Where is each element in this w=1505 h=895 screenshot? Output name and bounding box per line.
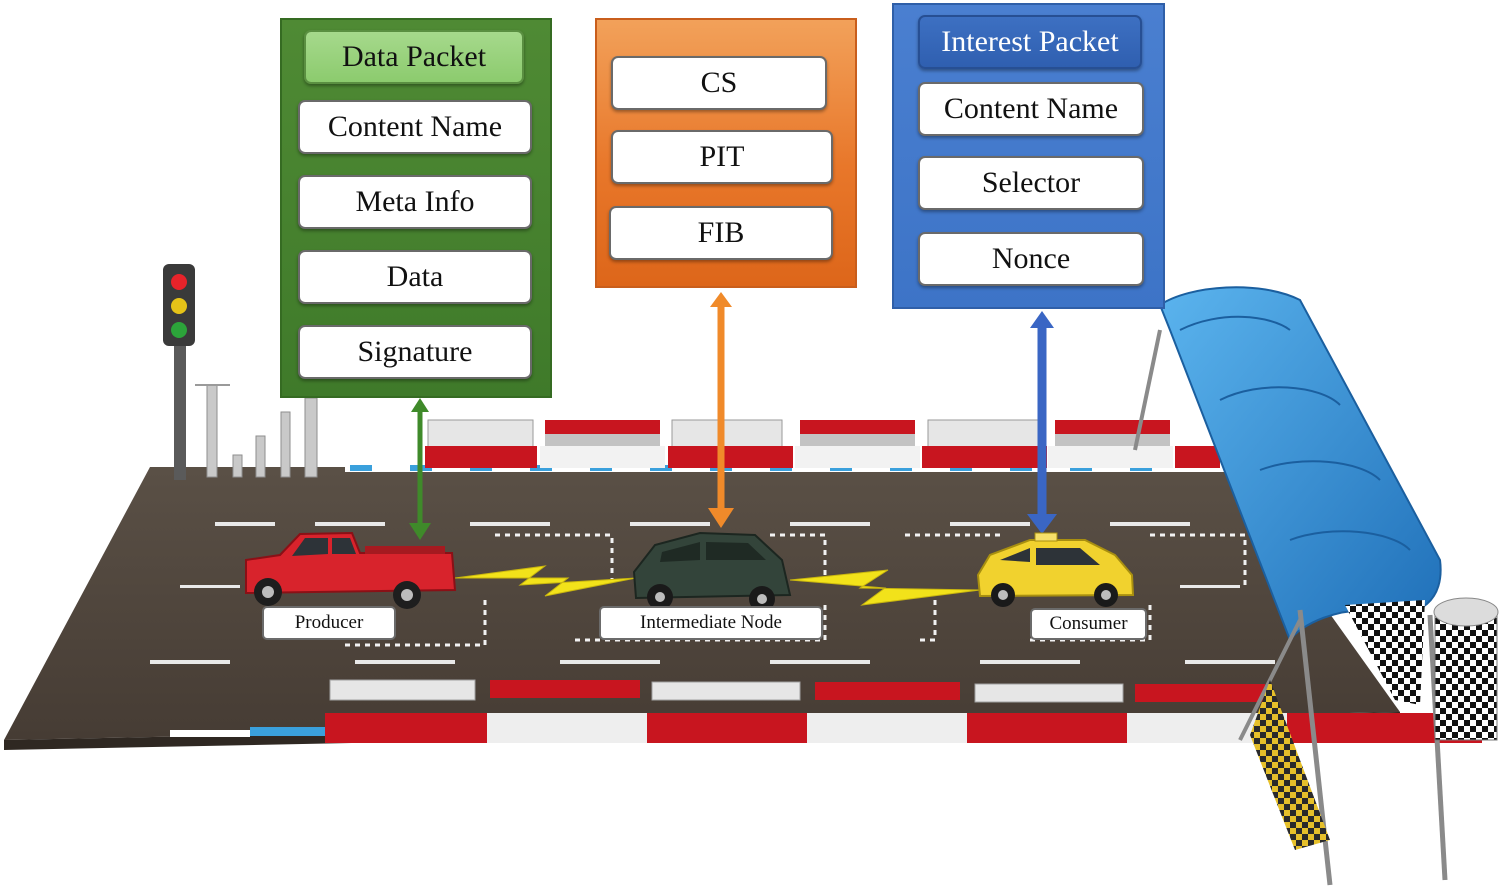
data-packet-field-meta-info: Meta Info xyxy=(298,175,532,229)
node-table-fib: FIB xyxy=(609,206,833,260)
node-table-pit: PIT xyxy=(611,130,833,184)
consumer-label: Consumer xyxy=(1030,608,1147,640)
orange-arrow xyxy=(708,292,734,528)
producer-label: Producer xyxy=(262,606,396,640)
node-table-cs: CS xyxy=(611,56,827,110)
parking-boxes xyxy=(345,533,1247,647)
interest-packet-field-selector: Selector xyxy=(918,156,1144,210)
interest-packet-field-content-name: Content Name xyxy=(918,82,1144,136)
interest-packet-title: Interest Packet xyxy=(918,15,1142,69)
data-packet-panel: Data Packet Content Name Meta Info Data … xyxy=(280,18,552,398)
intermediate-car xyxy=(632,531,792,612)
node-tables-panel: CS PIT FIB xyxy=(595,18,857,288)
blue-arrow xyxy=(1027,311,1057,534)
producer-truck xyxy=(245,531,457,609)
data-packet-title: Data Packet xyxy=(304,30,524,84)
interest-packet-field-nonce: Nonce xyxy=(918,232,1144,286)
data-packet-field-content-name: Content Name xyxy=(298,100,532,154)
intermediate-node-label: Intermediate Node xyxy=(599,606,823,640)
consumer-taxi xyxy=(976,532,1135,607)
far-barriers xyxy=(425,419,1220,468)
data-packet-field-data: Data xyxy=(298,250,532,304)
traffic-light xyxy=(163,264,195,480)
interest-packet-panel: Interest Packet Content Name Selector No… xyxy=(892,3,1165,309)
green-arrow xyxy=(409,398,431,540)
finish-tunnel xyxy=(1133,286,1499,886)
data-packet-field-signature: Signature xyxy=(298,325,532,379)
near-kerb xyxy=(170,727,325,737)
lane-markings xyxy=(150,522,1275,664)
roadside-posts xyxy=(195,384,318,478)
